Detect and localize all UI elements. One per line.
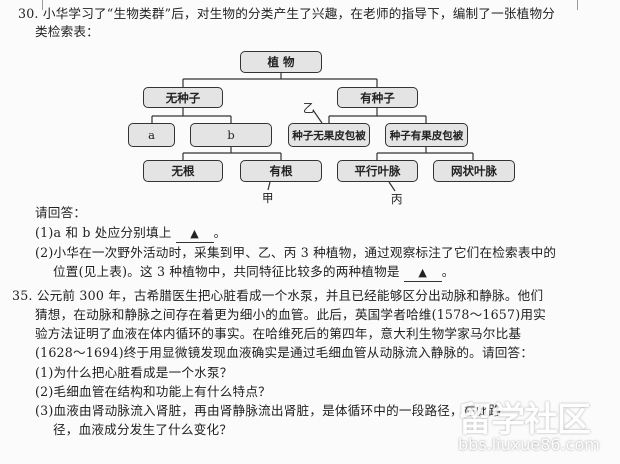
node-no-seed: 无种子 [143,87,223,108]
node-net-veins: 网状叶脉 [433,160,515,182]
q35-sub1: (1)为什么把心脏看成是一个水泵？ [35,365,233,380]
q30-sub2-line2: 位置(见上表)。这 3 种植物中，共同特征比较多的两种植物是▲。 [53,264,455,282]
q30-sub1-end: 。 [213,225,227,240]
q30-sub2-text: 位置(见上表)。这 3 种植物中，共同特征比较多的两种植物是 [53,264,400,279]
q35-sub2: (2)毛细血管在结构和功能上有什么特点？ [35,384,271,399]
node-a: a [128,123,175,147]
q35-line4: (1628～1694)终于用显微镜发现血液确实是通过毛细血管从动脉流入静脉的。请… [35,345,534,360]
label-bing: 丙 [391,192,403,206]
q35-sub3-line2: 径，血液成分发生了什么变化？ [53,422,233,437]
watermark: 留学社区 bbs.liuxue86.com [458,392,618,454]
node-seed-uncovered: 种子无果皮包被 [288,123,370,147]
watermark-logo: 留学社区 [458,400,591,440]
q30-sub2-line1: (2)小华在一次野外活动时，采集到甲、乙、丙 3 种植物，通过观察标注了它们在检… [35,245,557,260]
label-yi: 乙 [303,101,315,115]
scan-corner-mark [42,0,43,10]
watermark-url: bbs.liuxue86.com [458,435,600,454]
q35-sub3-line1: (3)血液由肾动脉流入肾脏，再由肾静脉流出肾脏，是体循环中的一段路径，在此路 [35,403,502,418]
q30-prompt: 请回答： [35,205,87,220]
node-seed: 有种子 [337,87,418,108]
answer-blank: ▲ [403,265,442,282]
q30-sub2-end: 。 [441,264,455,279]
answer-blank: ▲ [175,226,214,243]
q35-line3: 验方法证明了血液在体内循环的事实。在哈维死后的第四年，意大利生物学家马尔比基 [35,326,522,341]
q35-line1: 35. 公元前 300 年，古希腊医生把心脏看成一个水泵，并且已经能够区分出动脉… [12,288,544,303]
q30-line2: 类检索表： [35,24,99,39]
q30-line1: 30. 小华学习了“生物类群”后，对生物的分类产生了兴趣，在老师的指导下，编制了… [18,6,556,21]
node-b: b [190,123,272,147]
node-seed-covered: 种子有果皮包被 [385,123,468,147]
q30-sub1-text: (1)a 和 b 处应分别填上 [35,225,172,240]
scan-corner-mark [577,0,578,10]
node-plants: 植 物 [240,51,322,73]
node-parallel-veins: 平行叶脉 [337,160,418,182]
q35-line2: 猜想，在动脉和静脉之间存在着更为细小的血管。此后，英国学者哈维(1578～165… [35,307,546,322]
label-jia: 甲 [262,191,274,205]
q30-sub1: (1)a 和 b 处应分别填上▲。 [35,225,226,243]
node-no-root: 无根 [143,160,223,182]
node-has-root: 有根 [240,160,322,182]
diagram-connectors [151,73,474,192]
